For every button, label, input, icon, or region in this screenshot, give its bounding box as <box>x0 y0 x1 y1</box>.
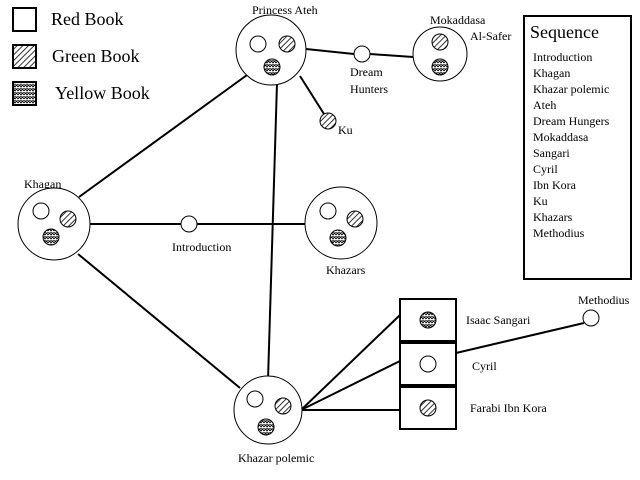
edge-khagan-ateh <box>78 74 248 198</box>
node-label: Introduction <box>172 240 231 254</box>
node-khazar-polemic[interactable]: Khazar polemic <box>233 375 314 465</box>
sequence-list: Introduction Khagan Khazar polemic Ateh … <box>533 50 610 240</box>
node-introduction[interactable]: Introduction <box>172 215 231 254</box>
edge-ateh-dreamhunters <box>305 48 355 55</box>
node-farabi-ibn-kora[interactable]: Farabi Ibn Kora <box>399 386 547 430</box>
sequence-title: Sequence <box>530 22 599 42</box>
sequence-item: Khagan <box>533 66 570 80</box>
node-label: Ku <box>338 123 353 137</box>
red-book-icon <box>32 202 50 220</box>
node-label-line2: Al-Safer <box>470 29 511 43</box>
node-label: Khagan <box>24 177 61 191</box>
sequence-item: Ateh <box>533 98 556 112</box>
edge-polemic-sangari <box>300 314 401 411</box>
node-circle <box>235 14 307 86</box>
yellow-book-icon <box>263 58 281 76</box>
yellow-book-icon <box>419 311 437 329</box>
red-book-icon <box>353 45 371 63</box>
node-isaac-sangari[interactable]: Isaac Sangari <box>399 298 531 342</box>
edges <box>77 48 585 411</box>
yellow-book-icon <box>431 58 449 76</box>
legend-label-red: Red Book <box>51 9 124 29</box>
sequence-item: Mokaddasa <box>533 130 589 144</box>
legend-swatch-yellow <box>12 81 37 106</box>
sequence-item: Sangari <box>533 146 570 160</box>
red-book-icon <box>419 355 437 373</box>
yellow-book-icon <box>257 418 275 436</box>
sequence-item: Ibn Kora <box>533 178 577 192</box>
node-label: Princess Ateh <box>252 3 318 17</box>
node-khazars[interactable]: Khazars <box>304 186 378 277</box>
edge-cyril-methodius <box>455 322 585 354</box>
yellow-book-icon <box>329 229 347 247</box>
green-book-icon <box>59 210 77 228</box>
node-label-line2: Hunters <box>350 82 388 96</box>
node-circle <box>17 187 91 261</box>
node-mokaddasa[interactable]: Mokaddasa Al-Safer <box>412 13 511 82</box>
sequence-box <box>523 15 632 280</box>
node-dream-hunters[interactable]: Dream Hunters <box>350 45 388 96</box>
edge-ateh-ku <box>299 75 325 115</box>
node-methodius[interactable]: Methodius <box>578 293 630 327</box>
green-book-icon <box>274 397 292 415</box>
legend-swatch-green <box>12 44 37 69</box>
green-book-icon <box>319 112 337 130</box>
node-ku[interactable]: Ku <box>319 112 353 137</box>
node-label-line1: Dream <box>350 65 383 79</box>
legend: Red Book Green Book Yellow Book <box>12 7 150 106</box>
sequence-item: Dream Hungers <box>533 114 610 128</box>
green-book-icon <box>419 399 437 417</box>
legend-label-green: Green Book <box>52 46 139 66</box>
node-label: Isaac Sangari <box>466 313 531 327</box>
node-cyril[interactable]: Cyril <box>399 342 497 386</box>
red-book-icon <box>249 35 267 53</box>
sequence-item: Khazars <box>533 210 573 224</box>
red-book-icon <box>319 202 337 220</box>
green-book-icon <box>346 210 364 228</box>
edge-dreamhunters-mokaddasa <box>369 53 414 58</box>
red-book-icon <box>246 390 264 408</box>
sequence-item: Methodius <box>533 226 585 240</box>
node-label: Methodius <box>578 293 630 307</box>
edge-ateh-polemic <box>267 82 278 381</box>
edge-polemic-cyril <box>300 360 401 411</box>
node-princess-ateh[interactable]: Princess Ateh <box>235 3 318 86</box>
yellow-book-icon <box>42 228 60 246</box>
legend-swatch-red <box>12 7 37 32</box>
sequence-panel: Sequence Introduction Khagan Khazar pole… <box>523 15 632 280</box>
node-label: Khazars <box>326 263 366 277</box>
sequence-item: Introduction <box>533 50 592 64</box>
edge-khagan-polemic <box>77 253 241 389</box>
green-book-icon <box>431 33 449 51</box>
node-label: Khazar polemic <box>238 451 314 465</box>
red-book-icon <box>180 215 198 233</box>
node-label: Cyril <box>472 359 497 373</box>
sequence-item: Khazar polemic <box>533 82 609 96</box>
node-circle <box>412 26 468 82</box>
sequence-item: Ku <box>533 194 548 208</box>
sequence-item: Cyril <box>533 162 558 176</box>
node-label: Farabi Ibn Kora <box>470 401 547 415</box>
legend-label-yellow: Yellow Book <box>55 83 150 103</box>
node-label-line1: Mokaddasa <box>430 13 486 27</box>
red-book-icon <box>582 309 600 327</box>
node-circle <box>304 186 378 260</box>
node-khagan[interactable]: Khagan <box>17 177 91 261</box>
green-book-icon <box>278 35 296 53</box>
